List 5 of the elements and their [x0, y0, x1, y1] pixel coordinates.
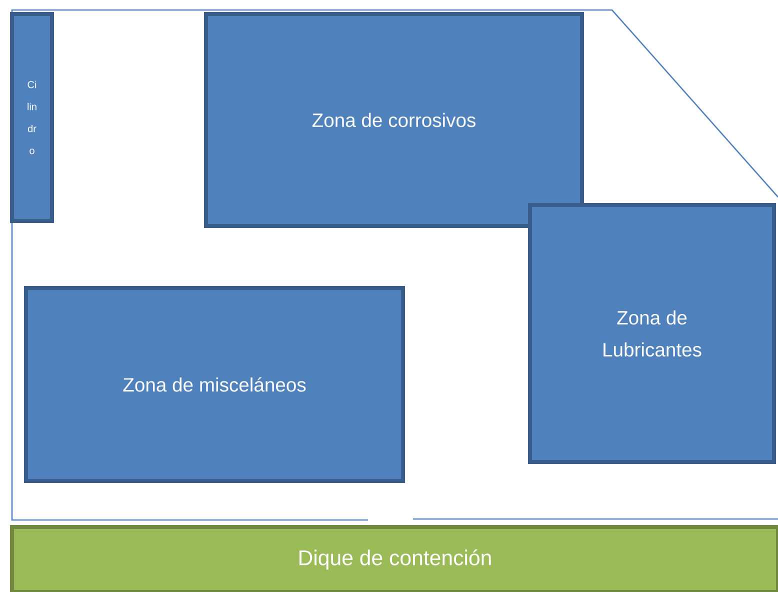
storage-zone-box: Zona de corrosivos	[204, 12, 584, 228]
storage-column-box: Cilindro	[10, 12, 54, 223]
containment-dike-band: Dique de contención	[10, 525, 778, 592]
storage-zone-box: Zona de Lubricantes	[528, 203, 776, 464]
storage-zone-box: Zona de misceláneos	[24, 286, 405, 483]
